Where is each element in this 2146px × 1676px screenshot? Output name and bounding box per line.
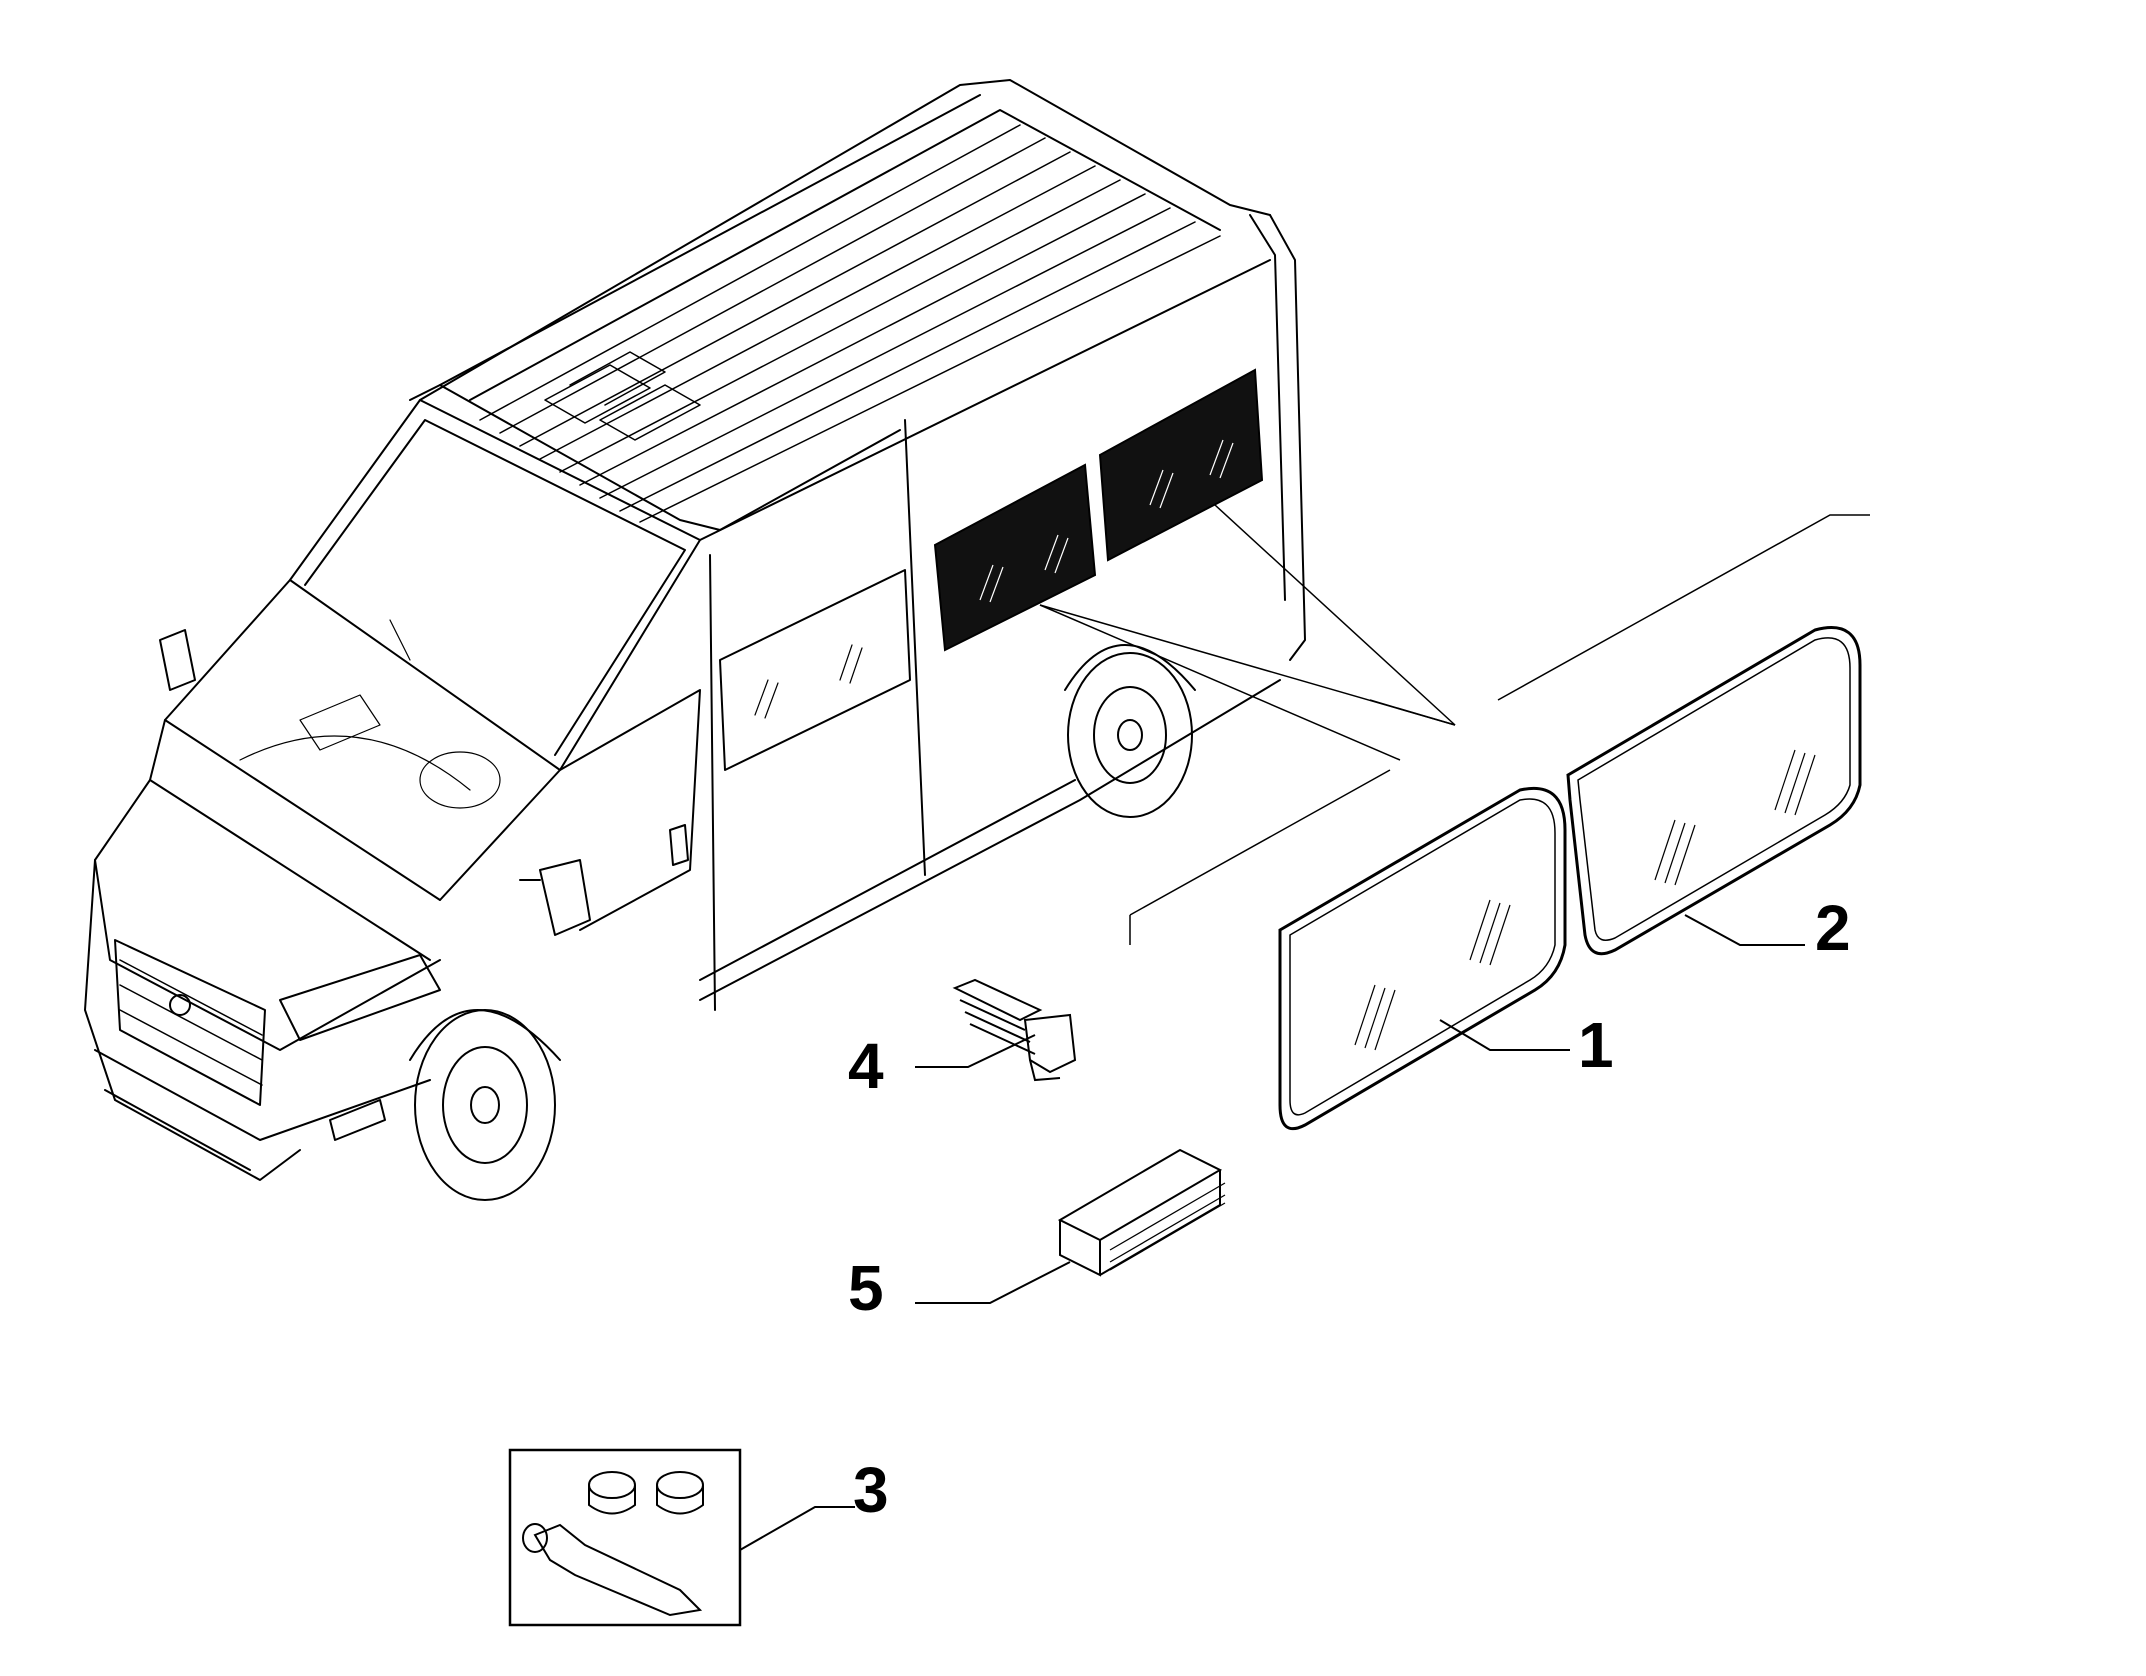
part-5-pads <box>1057 1148 1226 1277</box>
leader-2 <box>1684 914 1805 946</box>
van-dark-windows <box>933 368 1264 652</box>
callout-leaders <box>739 914 1805 1551</box>
callout-5: 5 <box>848 1252 884 1324</box>
leader-3 <box>739 1506 855 1551</box>
exploded-view-lines <box>1039 504 1870 945</box>
part-2-glass <box>1566 626 1862 956</box>
callout-3: 3 <box>853 1454 889 1526</box>
leader-5 <box>915 1261 1071 1304</box>
callout-4: 4 <box>848 1030 884 1102</box>
part-4-clip <box>952 978 1077 1082</box>
van-illustration <box>84 79 1306 1201</box>
callout-1: 1 <box>1578 1009 1614 1081</box>
leader-1 <box>1439 1019 1570 1051</box>
callout-labels: 1 2 3 4 5 <box>848 892 1851 1526</box>
part-3-kit <box>508 1448 742 1627</box>
callout-2: 2 <box>1815 892 1851 964</box>
leader-4 <box>915 1034 1036 1068</box>
part-1-glass <box>1278 786 1567 1131</box>
